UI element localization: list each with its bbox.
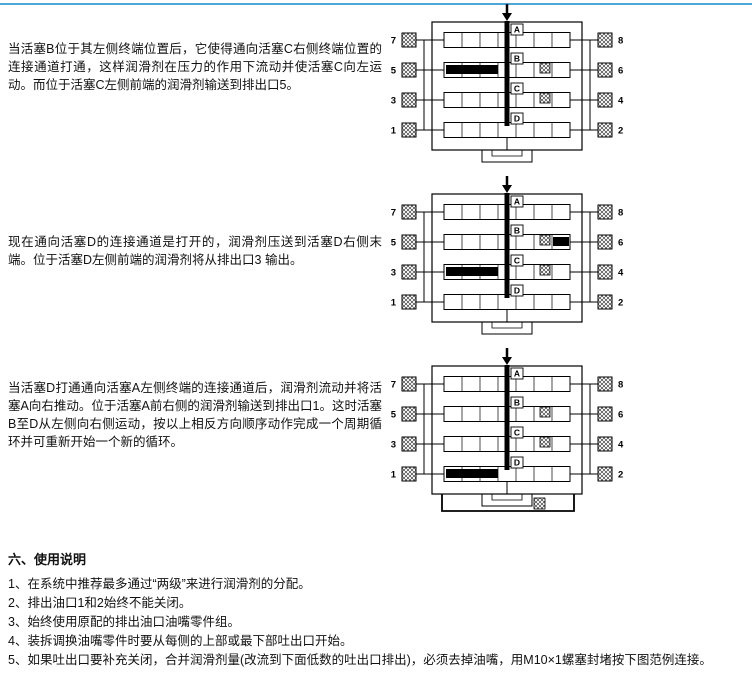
piston-label-a: A — [514, 25, 520, 35]
instruction-item-5: 5、如果吐出口要补充关闭，合并润滑剂量(改流到下面低数的吐出口排出)，必须去掉油… — [8, 653, 712, 667]
paragraph-piston-b: 当活塞B位于其左侧终端位置后，它使得通向活塞C右侧终端位置的连接通道打通，这样润… — [8, 42, 382, 93]
port-numbers: 7 5 3 1 8 6 4 2 — [391, 36, 624, 137]
port-number-left-1: 7 — [391, 208, 396, 219]
port-numbers: 7 5 3 1 8 6 4 2 — [391, 380, 624, 481]
paragraph-piston-d-open: 现在通向活塞D的连接通道是打开的，润滑剂压送到活塞D右侧末端。位于活塞D左侧前端… — [8, 235, 382, 268]
port-number-right-3: 4 — [618, 440, 624, 451]
piston-labels: A B C D — [510, 23, 524, 125]
distributor-diagram-1: 7 5 3 1 8 6 4 2 A B C D — [391, 4, 624, 172]
port-number-left-3: 3 — [391, 268, 396, 279]
instruction-item-2: 2、排出油口1和2始终不能关闭。 — [8, 596, 192, 610]
port-number-right-4: 2 — [618, 126, 623, 137]
piston-label-c: C — [514, 84, 520, 94]
port-number-right-1: 8 — [618, 36, 623, 47]
port-number-right-4: 2 — [618, 298, 623, 309]
piston-labels: A B C D — [510, 367, 524, 469]
distributor-block-graphic — [402, 176, 612, 334]
port-number-left-4: 1 — [391, 126, 397, 137]
port-number-left-2: 5 — [391, 410, 397, 421]
port-number-right-1: 8 — [618, 380, 623, 391]
port-number-right-1: 8 — [618, 208, 623, 219]
piston-label-a: A — [514, 369, 520, 379]
piston-label-d: D — [514, 114, 520, 124]
piston-label-c: C — [514, 428, 520, 438]
piston-label-a: A — [514, 197, 520, 207]
port-number-right-3: 4 — [618, 96, 624, 107]
piston-labels: A B C D — [510, 195, 524, 297]
port-number-left-3: 3 — [391, 440, 396, 451]
distributor-diagram-3: 7 5 3 1 8 6 4 2 A B C D — [391, 348, 624, 512]
paragraph-piston-d-cycle: 当活塞D打通通向活塞A左侧终端的连接通道后，润滑剂流动并将活塞A向右推动。位于活… — [8, 381, 382, 450]
port-number-left-1: 7 — [391, 380, 396, 391]
flow-overlay-1 — [446, 65, 498, 74]
port-number-right-3: 4 — [618, 268, 624, 279]
port-number-left-4: 1 — [391, 470, 397, 481]
port-number-right-2: 6 — [618, 410, 623, 421]
instruction-item-1: 1、在系统中推荐最多通过“两级”来进行润滑剂的分配。 — [8, 577, 311, 591]
section-heading: 六、使用说明 — [8, 552, 87, 567]
piston-label-d: D — [514, 286, 520, 296]
distributor-diagram-2: 7 5 3 1 8 6 4 2 A B C D — [391, 176, 624, 344]
distributor-block-graphic — [402, 348, 612, 506]
piston-label-d: D — [514, 458, 520, 468]
flow-overlay-3 — [441, 469, 575, 512]
port-number-left-3: 3 — [391, 96, 396, 107]
piston-label-b: B — [514, 398, 520, 408]
instruction-item-4: 4、装拆调换油嘴零件时要从每侧的上部或最下部吐出口开始。 — [8, 634, 353, 648]
instruction-item-3: 3、始终使用原配的排出油口油嘴零件组。 — [8, 615, 240, 629]
port-number-left-1: 7 — [391, 36, 396, 47]
distributor-block-graphic — [402, 4, 612, 162]
port-number-left-2: 5 — [391, 66, 397, 77]
piston-label-b: B — [514, 226, 520, 236]
port-number-left-4: 1 — [391, 298, 397, 309]
piston-label-c: C — [514, 256, 520, 266]
top-divider-rule — [0, 3, 752, 5]
port-number-right-2: 6 — [618, 238, 623, 249]
port-number-left-2: 5 — [391, 238, 397, 249]
port-numbers: 7 5 3 1 8 6 4 2 — [391, 208, 624, 309]
port-number-right-4: 2 — [618, 470, 623, 481]
piston-label-b: B — [514, 54, 520, 64]
port-number-right-2: 6 — [618, 66, 623, 77]
flow-overlay-2 — [446, 237, 569, 276]
usage-instructions-section: 六、使用说明 1、在系统中推荐最多通过“两级”来进行润滑剂的分配。 2、排出油口… — [8, 549, 748, 670]
